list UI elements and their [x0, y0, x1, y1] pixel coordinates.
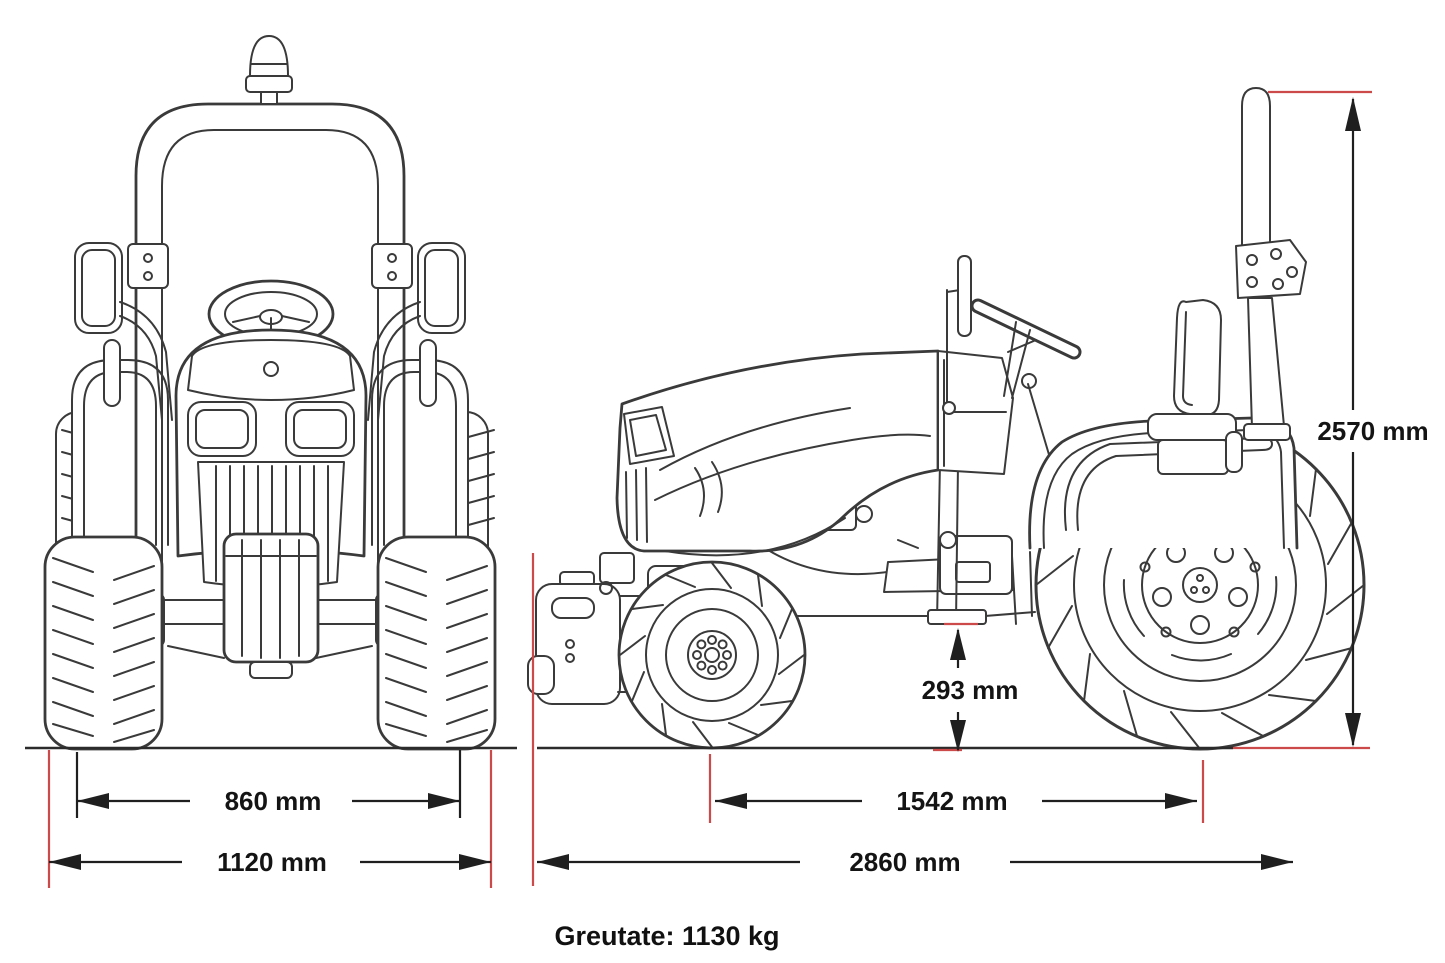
seat	[1147, 299, 1237, 475]
dimension-label-front-track: 860 mm	[225, 786, 322, 816]
front-tire-left-front-view	[43, 535, 164, 751]
fender-handle-right	[419, 339, 437, 407]
dimension-label-wheelbase: 1542 mm	[896, 786, 1007, 816]
front-wheel-side-view	[617, 560, 807, 750]
mirror-right	[367, 242, 466, 421]
mirror-left	[74, 242, 173, 421]
headlight-left	[187, 401, 257, 457]
dimension-label-ground-clearance: 293 mm	[922, 675, 1019, 705]
dimension-overall-height: 2570 mm	[1268, 90, 1434, 747]
front-view-drawing	[43, 35, 497, 751]
fender-handle-left	[103, 339, 121, 407]
dimension-overall-length: 2860 mm	[531, 553, 1293, 886]
dimension-front-track: 860 mm	[75, 750, 462, 818]
dimension-wheelbase: 1542 mm	[708, 754, 1205, 823]
dimension-ground-clearance: 293 mm	[916, 622, 1024, 752]
dimension-overall-width: 1120 mm	[47, 750, 493, 888]
dimension-label-overall-height: 2570 mm	[1317, 416, 1428, 446]
rops-folded-side-view	[1225, 87, 1307, 473]
mirror-side-view	[942, 255, 972, 415]
rops-arch	[127, 102, 413, 650]
dash-cowl	[937, 350, 1014, 475]
front-tire-right-front-view	[376, 535, 497, 751]
headlight-right	[285, 401, 355, 457]
side-view-drawing	[527, 87, 1366, 751]
front-weights-front-view	[222, 532, 320, 679]
steering-wheel-side-view	[970, 298, 1082, 459]
hood-side-view	[615, 349, 940, 557]
dimension-label-overall-width: 1120 mm	[217, 847, 327, 877]
dimension-label-overall-length: 2860 mm	[849, 847, 960, 877]
beacon-light	[245, 35, 293, 105]
weight-note: Greutate: 1130 kg	[554, 921, 779, 951]
